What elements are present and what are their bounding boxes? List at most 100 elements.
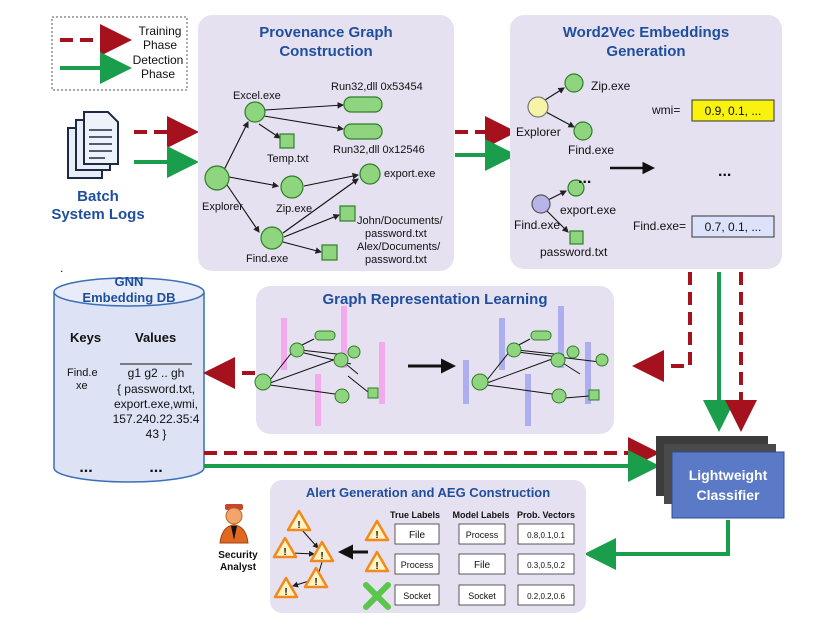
gnn-db-key-1a: Find.e xyxy=(67,367,98,379)
john-label-2: password.txt xyxy=(365,228,427,240)
model-label-cell: Socket xyxy=(468,591,496,601)
explorer-node xyxy=(204,165,230,191)
gnn-db-title-1: GNN xyxy=(115,274,144,289)
w2v-find-label: Find.exe xyxy=(568,143,614,157)
w2v-password-label: password.txt xyxy=(540,245,608,259)
gnn-db-cylinder: GNN Embedding DB Keys Values Find.e xe g… xyxy=(53,274,205,483)
temp-file-node xyxy=(279,133,295,149)
classifier-stack: Lightweight Classifier xyxy=(656,436,785,519)
gnn-db-keys-dots: ... xyxy=(79,459,92,476)
find-node xyxy=(260,226,284,250)
john-label-1: John/Documents/ xyxy=(357,215,444,227)
grl-graph-before xyxy=(254,306,385,426)
analyst-label-1: Security xyxy=(218,550,258,561)
warning-icon: ! xyxy=(273,576,299,599)
alex-label-2: password.txt xyxy=(365,254,427,266)
classifier-to-alert-detection-arrow xyxy=(584,520,730,570)
security-analyst: Security Analyst xyxy=(218,504,258,573)
word2vec-title-1: Word2Vec Embeddings xyxy=(563,24,729,41)
word2vec-panel: Word2Vec Embeddings Generation Zip.exe E… xyxy=(510,15,782,269)
classifier-line2: Classifier xyxy=(696,487,760,503)
model-label-cell: Process xyxy=(466,530,499,540)
alert-panel-bg xyxy=(270,480,586,613)
table-row: File Process 0.8,0.1,0.1 xyxy=(394,523,575,545)
warning-icon: ! xyxy=(286,509,312,532)
model-label-cell: File xyxy=(474,560,491,571)
legend: Training Phase Detection Phase xyxy=(51,16,188,91)
john-file-node xyxy=(339,205,356,222)
table-row: Socket Socket 0.2,0.2,0.6 xyxy=(394,584,575,606)
person-icon xyxy=(219,504,249,544)
provenance-panel-bg xyxy=(198,15,454,271)
word2vec-edges xyxy=(544,87,575,233)
alex-file-node xyxy=(321,244,338,261)
warning-icon: ! xyxy=(364,519,390,542)
gnn-db-value-4: 43 } xyxy=(146,427,167,441)
w2v-zip-node xyxy=(564,73,584,93)
warning-icon: ! xyxy=(303,566,329,589)
provenance-panel: Provenance Graph Construction Excel.exe … xyxy=(198,15,454,271)
run32-node-1 xyxy=(343,96,383,113)
vec2-box xyxy=(691,215,775,238)
gnn-db-top xyxy=(53,277,205,307)
gnn-db-keys-header: Keys xyxy=(70,330,101,345)
run1-label: Run32,dll 0x53454 xyxy=(331,81,423,93)
legend-detection-phase: Phase xyxy=(141,67,175,81)
provenance-edges xyxy=(223,102,360,254)
zip-node xyxy=(280,175,304,199)
svg-text:!: ! xyxy=(297,520,300,531)
svg-text:!: ! xyxy=(283,547,286,558)
gnn-db-title-2: Embedding DB xyxy=(82,290,175,305)
temp-label: Temp.txt xyxy=(267,153,309,165)
green-x-icon xyxy=(363,582,391,610)
gnn-db-body xyxy=(53,292,205,483)
w2v-to-grl-training-arrow xyxy=(632,272,692,382)
table-row: Process File 0.3,0.5,0.2 xyxy=(394,553,575,575)
prob-vector-cell: 0.2,0.2,0.6 xyxy=(527,592,565,601)
gnn-db-values-dots: ... xyxy=(149,459,162,476)
excel-node xyxy=(244,101,266,123)
w2v-export-node xyxy=(567,179,585,197)
gnn-db-values-header: Values xyxy=(135,330,176,345)
grl-title: Graph Representation Learning xyxy=(322,291,547,308)
run2-label: Run32,dll 0x12546 xyxy=(333,144,425,156)
warning-icon: ! xyxy=(309,540,335,563)
header-true-labels: True Labels xyxy=(390,510,440,520)
excel-label: Excel.exe xyxy=(233,90,281,102)
prob-vector-cell: 0.8,0.1,0.1 xyxy=(527,531,565,540)
header-prob-vectors: Prob. Vectors xyxy=(517,510,575,520)
documents-icon xyxy=(67,111,119,179)
batch-logs-line2: System Logs xyxy=(51,206,144,223)
alert-panel: Alert Generation and AEG Construction ! … xyxy=(270,480,586,613)
prob-vector-cell: 0.3,0.5,0.2 xyxy=(527,561,565,570)
provenance-title-2: Construction xyxy=(279,43,372,60)
w2v-explorer-node xyxy=(527,96,549,118)
w2v-find2-label: Find.exe xyxy=(514,218,560,232)
w2v-export-label: export.exe xyxy=(560,203,616,217)
provenance-title-1: Provenance Graph xyxy=(259,24,392,41)
true-label-cell: Process xyxy=(401,560,434,570)
svg-text:!: ! xyxy=(320,551,323,562)
alert-title: Alert Generation and AEG Construction xyxy=(306,485,550,500)
svg-text:!: ! xyxy=(314,577,317,588)
vec1-value: 0.9, 0.1, ... xyxy=(705,104,762,118)
batch-logs-line1: Batch xyxy=(77,188,119,205)
classifier-line1: Lightweight xyxy=(689,467,768,483)
w2v-password-node xyxy=(569,230,584,245)
batch-logs: Batch System Logs xyxy=(51,111,145,223)
legend-detection: Detection xyxy=(133,53,184,67)
vec2-label: Find.exe= xyxy=(633,219,686,233)
gnn-db-value-2: export.exe,wmi, xyxy=(114,397,198,411)
export-node xyxy=(359,163,381,185)
warning-icon: ! xyxy=(272,536,298,559)
gnn-db-value-1: { password.txt, xyxy=(117,382,195,396)
analyst-label-2: Analyst xyxy=(220,562,257,573)
header-model-labels: Model Labels xyxy=(452,510,509,520)
vec2-value: 0.7, 0.1, ... xyxy=(705,220,762,234)
svg-text:!: ! xyxy=(284,587,287,598)
w2v-find2-node xyxy=(531,194,551,214)
gnn-db-value-3: 157.240.22.35:4 xyxy=(113,412,200,426)
margin-dot: . xyxy=(60,261,63,275)
grl-graph-after xyxy=(463,306,609,426)
word2vec-title-2: Generation xyxy=(606,43,685,60)
